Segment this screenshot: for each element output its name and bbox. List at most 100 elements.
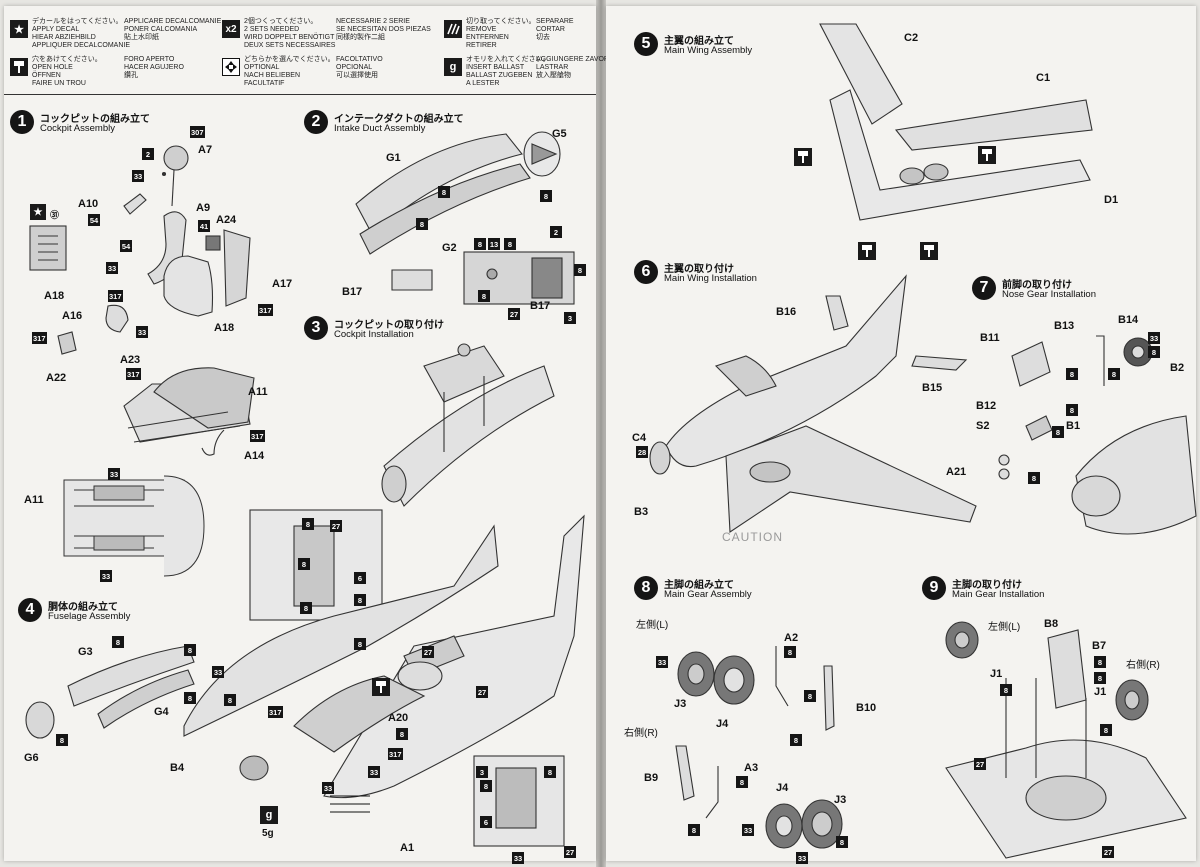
color-tag-317: 317 [268, 706, 283, 718]
color-tag-33: 33 [212, 666, 224, 678]
step-title-jp: コックピットの組み立て [40, 114, 150, 125]
step-title-jp: 主脚の組み立て [664, 580, 734, 591]
open-hole-icon [10, 58, 28, 76]
color-tag-8: 8 [1000, 684, 1012, 696]
star-icon: ★ [10, 20, 28, 38]
color-tag-3: 3 [476, 766, 488, 778]
step-number: 6 [634, 260, 658, 284]
color-tag-8: 8 [1108, 368, 1120, 380]
ballast-icon: g [444, 58, 462, 76]
open-hole-icon [978, 146, 996, 164]
part-label: B10 [856, 702, 877, 714]
ballast-icon: g [260, 806, 278, 824]
step-title-jp: 胴体の組み立て [48, 602, 118, 613]
color-tag-33: 33 [132, 170, 144, 182]
color-tag-33: 33 [656, 656, 668, 668]
part-label: B1 [1066, 420, 1081, 432]
color-tag-8: 8 [184, 692, 196, 704]
color-tag-8: 8 [298, 558, 310, 570]
part-label: A3 [744, 762, 759, 774]
color-tag-33: 33 [108, 468, 120, 480]
part-label: A2 [784, 632, 799, 644]
part-label: A11 [248, 386, 268, 398]
color-tag-8: 8 [540, 190, 552, 202]
part-label: D1 [1104, 194, 1119, 206]
color-tag-8: 8 [1052, 426, 1064, 438]
part-label: A7 [198, 144, 213, 156]
step-number: 4 [18, 598, 42, 622]
color-tag-41: 41 [198, 220, 210, 232]
intake-duct-drawing [355, 131, 575, 305]
step-number: 9 [922, 576, 946, 600]
step-number: 1 [10, 110, 34, 134]
color-tag-317: 317 [258, 304, 273, 316]
main-gear-installation-drawing [945, 621, 1187, 859]
fuselage-parts-drawing [25, 645, 195, 739]
color-tag-307: 307 [190, 126, 205, 138]
part-label: C2 [904, 32, 919, 44]
color-tag-8: 8 [396, 728, 408, 740]
color-tag-33: 33 [1148, 332, 1160, 344]
part-label: J4 [776, 782, 789, 794]
part-label: A16 [62, 310, 83, 322]
optional-icon [222, 58, 240, 76]
step-title-en: Cockpit Assembly [40, 123, 115, 134]
color-tag-8: 8 [804, 690, 816, 702]
page-gutter [596, 0, 606, 867]
color-tag-33: 33 [100, 570, 112, 582]
part-label: B14 [1118, 314, 1139, 326]
right-page: 5 主翼の組み立て Main Wing Assembly C2 C1 D1 [606, 6, 1197, 864]
color-tag-8: 8 [544, 766, 556, 778]
color-tag-8: 8 [836, 836, 848, 848]
color-tag-8: 8 [300, 602, 312, 614]
part-label: G1 [386, 152, 401, 164]
color-tag-8: 8 [480, 780, 492, 792]
part-label: A23 [120, 354, 141, 366]
part-label: A21 [946, 466, 967, 478]
color-tag-8: 8 [736, 776, 748, 788]
color-tag-317: 317 [32, 332, 47, 344]
color-tag-3: 3 [564, 312, 576, 324]
color-tag-54: 54 [88, 214, 100, 226]
left-side-label: 左側(L) [988, 622, 1021, 633]
color-tag-317: 317 [108, 290, 123, 302]
color-tag-8: 8 [790, 734, 802, 746]
part-label: B17 [530, 300, 551, 312]
part-label: B16 [776, 306, 797, 318]
color-tag-27: 27 [476, 686, 488, 698]
right-side-label: 右側(R) [624, 728, 658, 739]
cockpit-assembly-drawing [29, 145, 255, 456]
star-icon: ★ [30, 204, 46, 220]
part-label: A22 [46, 372, 67, 384]
color-tag-8: 8 [1094, 672, 1106, 684]
step-number: 7 [972, 276, 996, 300]
color-tag-2: 2 [550, 226, 562, 238]
step-title-en: Intake Duct Assembly [334, 123, 426, 134]
step-number: 2 [304, 110, 328, 134]
open-hole-icon [858, 242, 876, 260]
color-tag-27: 27 [564, 846, 576, 858]
part-label: J3 [834, 794, 847, 806]
two-sets-icon: x2 [222, 20, 240, 38]
step-title-en: Cockpit Installation [334, 329, 414, 340]
part-label: B17 [342, 286, 363, 298]
step-number: 3 [304, 316, 328, 340]
part-label: G2 [442, 242, 457, 254]
cut-icon [444, 20, 462, 38]
color-tag-8: 8 [1148, 346, 1160, 358]
color-tag-27: 27 [1102, 846, 1114, 858]
part-label: B13 [1054, 320, 1075, 332]
a11-detail-drawing [63, 475, 205, 577]
part-label: B9 [644, 772, 659, 784]
color-tag-8: 8 [574, 264, 586, 276]
color-tag-6: 6 [354, 572, 366, 584]
part-label: B4 [170, 762, 185, 774]
